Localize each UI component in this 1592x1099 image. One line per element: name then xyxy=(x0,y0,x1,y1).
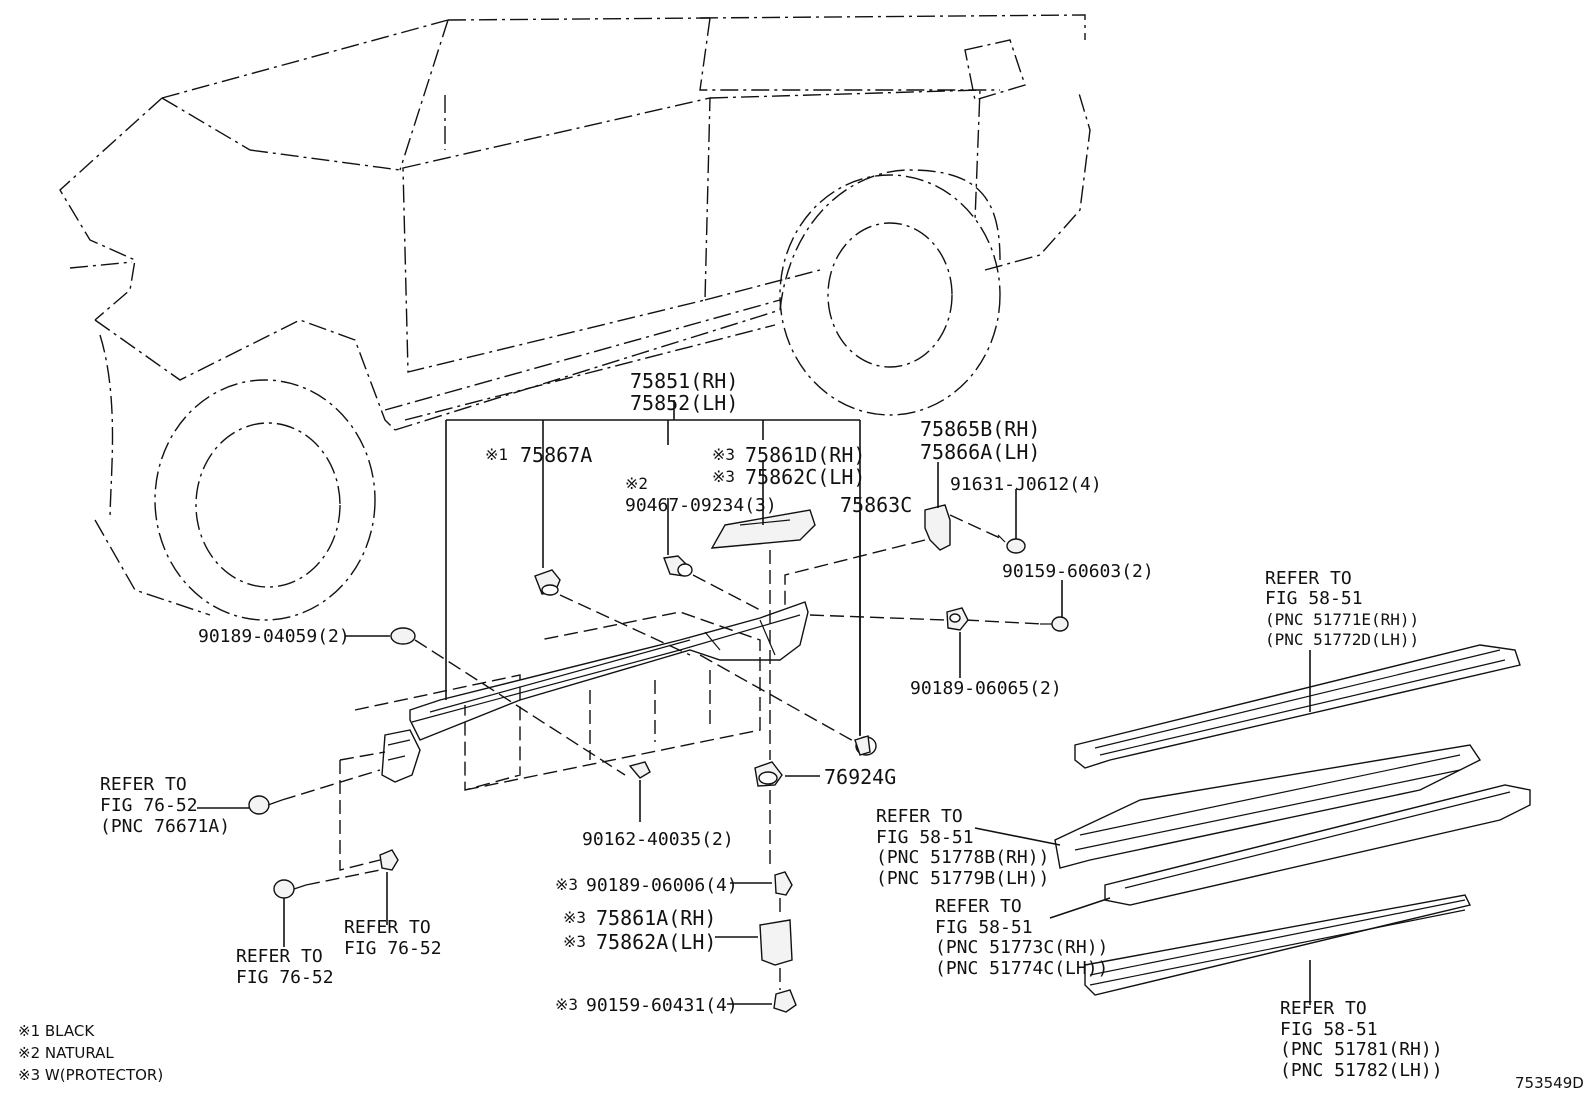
bolt-90159-60431 xyxy=(727,989,797,1013)
ref-7652a-l1: REFER TO xyxy=(344,917,431,938)
clip-75863c xyxy=(699,512,877,756)
clip-90189-04059 xyxy=(345,627,626,776)
side-step-51773 xyxy=(1049,784,1531,919)
ref-51773-l4: (PNC 51774C(LH)) xyxy=(935,958,1108,979)
label-91631: 91631-J0612(4) xyxy=(950,474,1102,495)
vehicle-outline xyxy=(59,14,1091,621)
label-90159-60431: 90159-60431(4) xyxy=(586,995,738,1016)
ref-7652a-l2: FIG 76-52 xyxy=(344,938,442,959)
moulding-phantom-box xyxy=(339,611,761,871)
ref-76671-l3: (PNC 76671A) xyxy=(100,816,230,837)
ref-51778-l1: REFER TO xyxy=(876,806,963,827)
note-75861a: ※3 xyxy=(563,908,586,927)
refer-labels: REFER TO FIG 76-52 (PNC 76671A) REFER TO… xyxy=(100,568,1443,1081)
label-75863c: 75863C xyxy=(840,493,912,517)
ref-7652b-l1: REFER TO xyxy=(236,946,323,967)
ref-51773-l1: REFER TO xyxy=(935,896,1022,917)
label-75862a: 75862A(LH) xyxy=(596,930,716,954)
ref-51771-l1: REFER TO xyxy=(1265,568,1352,589)
ref-76671-l1: REFER TO xyxy=(100,774,187,795)
note-75862a: ※3 xyxy=(563,932,586,951)
note-75862c: ※3 xyxy=(712,467,735,486)
label-90162-40035: 90162-40035(2) xyxy=(582,829,734,850)
label-75862c: 75862C(LH) xyxy=(745,465,865,489)
ref-51781-l3: (PNC 51781(RH)) xyxy=(1280,1039,1443,1060)
side-step-51778 xyxy=(974,744,1482,869)
note-90467: ※2 xyxy=(625,474,648,493)
note-75861d: ※3 xyxy=(712,445,735,464)
ref-51781-l4: (PNC 51782(LH)) xyxy=(1280,1060,1443,1081)
nut-91631 xyxy=(949,489,1026,554)
label-75867a: 75867A xyxy=(520,443,592,467)
ref-51771-l3: (PNC 51771E(RH)) xyxy=(1265,610,1419,629)
ref-51771-l4: (PNC 51772D(LH)) xyxy=(1265,630,1419,649)
ref-51773-l3: (PNC 51773C(RH)) xyxy=(935,937,1108,958)
label-90189-06006: 90189-06006(4) xyxy=(586,875,738,896)
bolt-90159-60603 xyxy=(809,580,1069,632)
note-90189-06006: ※3 xyxy=(555,875,578,894)
ref-7652b-l2: FIG 76-52 xyxy=(236,967,334,988)
legend: ※1 BLACK ※2 NATURAL ※3 W(PROTECTOR) xyxy=(18,1022,163,1084)
label-75851: 75851(RH) xyxy=(630,369,738,393)
legend-item-2: ※2 NATURAL xyxy=(18,1044,114,1062)
label-75866a: 75866A(LH) xyxy=(920,440,1040,464)
figure-id: 753549D xyxy=(1515,1074,1584,1092)
label-90159-60603: 90159-60603(2) xyxy=(1002,561,1154,582)
clip-ref-b xyxy=(379,849,399,925)
label-75861a: 75861A(RH) xyxy=(596,906,716,930)
ref-51773-l2: FIG 58-51 xyxy=(935,917,1033,938)
callout-bracket xyxy=(445,400,861,735)
clip-90189-06065 xyxy=(946,607,969,678)
ref-51778-l3: (PNC 51778B(RH)) xyxy=(876,847,1049,868)
rocker-moulding-part xyxy=(381,601,809,783)
ref-51771-l2: FIG 58-51 xyxy=(1265,588,1363,609)
side-step-51771 xyxy=(1074,644,1521,769)
plate-clip-75867a xyxy=(534,569,691,656)
ref-51778-l2: FIG 58-51 xyxy=(876,827,974,848)
label-75852: 75852(LH) xyxy=(630,391,738,415)
protector-75861d xyxy=(710,460,816,760)
side-step-51781 xyxy=(1084,894,1472,1005)
label-90189-06065: 90189-06065(2) xyxy=(910,678,1062,699)
note-75867a: ※1 xyxy=(485,445,508,464)
label-90467: 90467-09234(3) xyxy=(625,495,777,516)
clip-76924g xyxy=(754,761,820,870)
clip-90189-06006 xyxy=(730,871,793,915)
screw-90162-40035 xyxy=(628,761,651,822)
legend-item-1: ※1 BLACK xyxy=(18,1022,95,1040)
clip-90467 xyxy=(663,498,761,611)
ref-51778-l4: (PNC 51779B(LH)) xyxy=(876,868,1049,889)
label-75861d: 75861D(RH) xyxy=(745,443,865,467)
screw-ref-a xyxy=(273,869,381,947)
ref-51781-l2: FIG 58-51 xyxy=(1280,1019,1378,1040)
legend-item-3: ※3 W(PROTECTOR) xyxy=(18,1066,163,1084)
note-90159-60431: ※3 xyxy=(555,995,578,1014)
bracket-75865b xyxy=(784,462,951,605)
label-76924g: 76924G xyxy=(824,765,896,789)
clip-76671a xyxy=(197,769,381,815)
ref-51781-l1: REFER TO xyxy=(1280,998,1367,1019)
protector-75861a xyxy=(715,919,793,990)
callout-labels: 75851(RH) 75852(LH) ※1 75867A ※2 90467-0… xyxy=(198,369,1154,1016)
label-75865b: 75865B(RH) xyxy=(920,417,1040,441)
ref-76671-l2: FIG 76-52 xyxy=(100,795,198,816)
label-90189-04059: 90189-04059(2) xyxy=(198,626,350,647)
